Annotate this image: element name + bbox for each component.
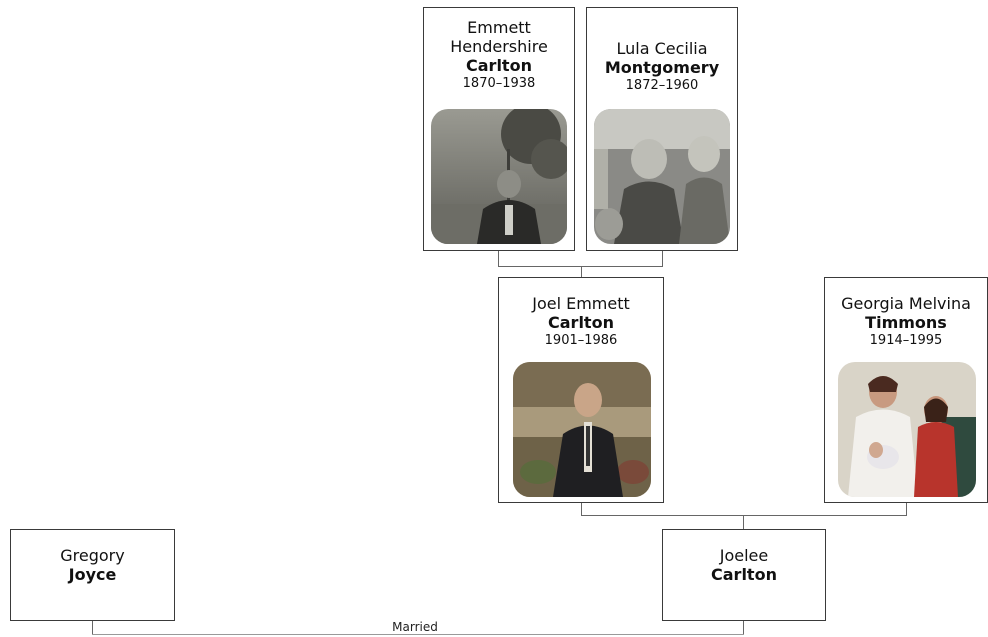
surname: Carlton bbox=[466, 56, 532, 75]
given-name: Joel Emmett bbox=[532, 294, 630, 313]
life-dates: 1872–1960 bbox=[625, 78, 699, 93]
surname: Carlton bbox=[711, 565, 777, 584]
marriage-line bbox=[92, 634, 744, 635]
connector-line bbox=[581, 515, 907, 516]
given-name: Gregory bbox=[60, 546, 125, 565]
connector-line bbox=[743, 620, 744, 635]
marriage-label: Married bbox=[392, 620, 438, 634]
person-card-georgia-timmons[interactable]: Georgia Melvina Timmons 1914–1995 bbox=[824, 277, 988, 503]
person-card-lula-montgomery[interactable]: Lula Cecilia Montgomery 1872–1960 bbox=[586, 7, 738, 251]
portrait-photo bbox=[431, 109, 567, 244]
given-name: Emmett Hendershire bbox=[450, 18, 548, 56]
given-name: Georgia Melvina bbox=[841, 294, 971, 313]
person-card-joel-carlton[interactable]: Joel Emmett Carlton 1901–1986 bbox=[498, 277, 664, 503]
person-card-gregory-joyce[interactable]: Gregory Joyce bbox=[10, 529, 175, 621]
surname: Carlton bbox=[548, 313, 614, 332]
portrait-photo bbox=[594, 109, 730, 244]
connector-line bbox=[581, 266, 582, 278]
connector-line bbox=[906, 502, 907, 516]
connector-line bbox=[662, 250, 663, 267]
given-name: Lula Cecilia bbox=[616, 39, 708, 58]
surname: Timmons bbox=[865, 313, 947, 332]
person-card-emmett-carlton[interactable]: Emmett Hendershire Carlton 1870–1938 bbox=[423, 7, 575, 251]
connector-line bbox=[498, 266, 663, 267]
person-card-joelee-carlton[interactable]: Joelee Carlton bbox=[662, 529, 826, 621]
connector-line bbox=[743, 515, 744, 529]
connector-line bbox=[92, 620, 93, 635]
portrait-photo bbox=[838, 362, 976, 497]
connector-line bbox=[498, 250, 499, 267]
surname: Montgomery bbox=[604, 58, 720, 77]
life-dates: 1901–1986 bbox=[544, 333, 618, 348]
given-name: Joelee bbox=[719, 546, 769, 565]
portrait-photo bbox=[513, 362, 651, 497]
surname: Joyce bbox=[68, 565, 117, 584]
life-dates: 1914–1995 bbox=[869, 333, 943, 348]
connector-line bbox=[581, 502, 582, 516]
life-dates: 1870–1938 bbox=[462, 76, 536, 91]
